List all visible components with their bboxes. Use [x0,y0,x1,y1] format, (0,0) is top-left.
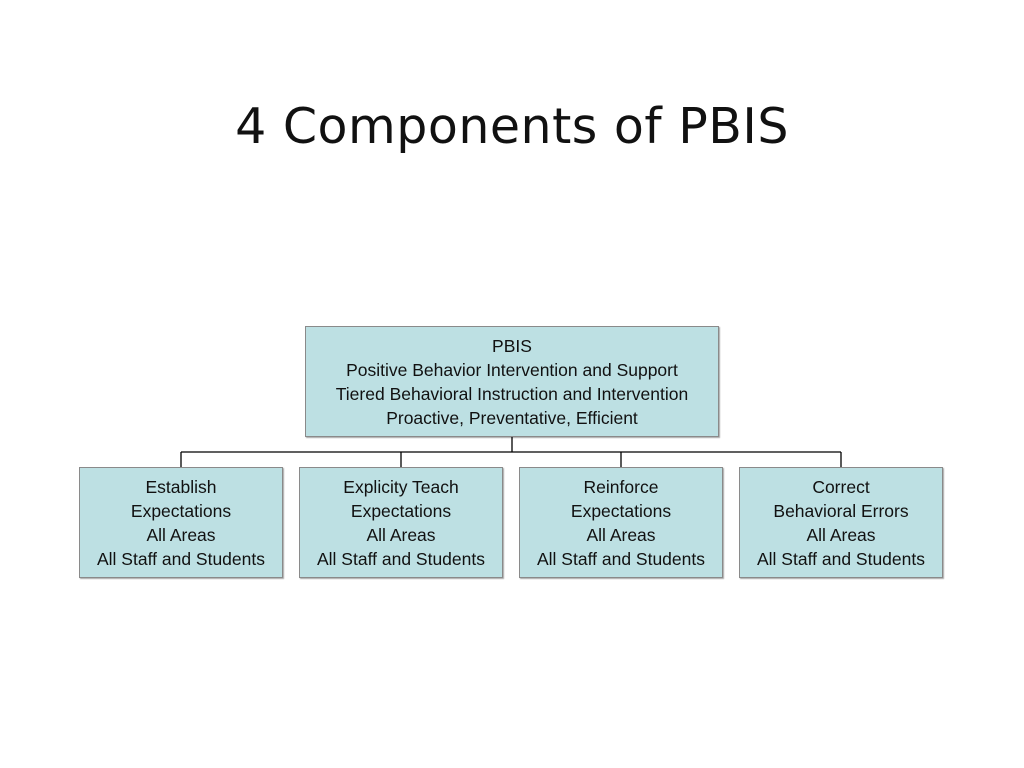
child-node-line: Establish [145,476,217,497]
child-node-line: All Areas [366,524,436,545]
root-node-line: Tiered Behavioral Instruction and Interv… [335,383,689,404]
child-node-line: Expectations [130,500,232,521]
child-node-line: Expectations [570,500,672,521]
root-node-line: PBIS [492,335,532,356]
root-node-pbis: PBIS Positive Behavior Intervention and … [305,326,719,437]
child-node-line: All Staff and Students [757,548,925,569]
child-node-line: All Areas [146,524,216,545]
child-node-line: Reinforce [583,476,659,497]
child-node-establish-expectations: Establish Expectations All Areas All Sta… [79,467,283,578]
child-node-line: Correct [812,476,870,497]
child-node-explicitly-teach-expectations: Explicity Teach Expectations All Areas A… [299,467,503,578]
root-node-line: Positive Behavior Intervention and Suppo… [346,359,678,380]
child-node-line: All Areas [806,524,876,545]
child-node-line: All Staff and Students [97,548,265,569]
slide-title: 4 Components of PBIS [235,98,789,155]
child-node-reinforce-expectations: Reinforce Expectations All Areas All Sta… [519,467,723,578]
child-node-correct-behavioral-errors: Correct Behavioral Errors All Areas All … [739,467,943,578]
child-node-line: All Staff and Students [317,548,485,569]
child-node-line: All Staff and Students [537,548,705,569]
child-node-line: All Areas [586,524,656,545]
root-node-line: Proactive, Preventative, Efficient [386,407,638,428]
child-node-line: Explicity Teach [343,476,459,497]
child-node-line: Behavioral Errors [773,500,909,521]
child-node-line: Expectations [350,500,452,521]
